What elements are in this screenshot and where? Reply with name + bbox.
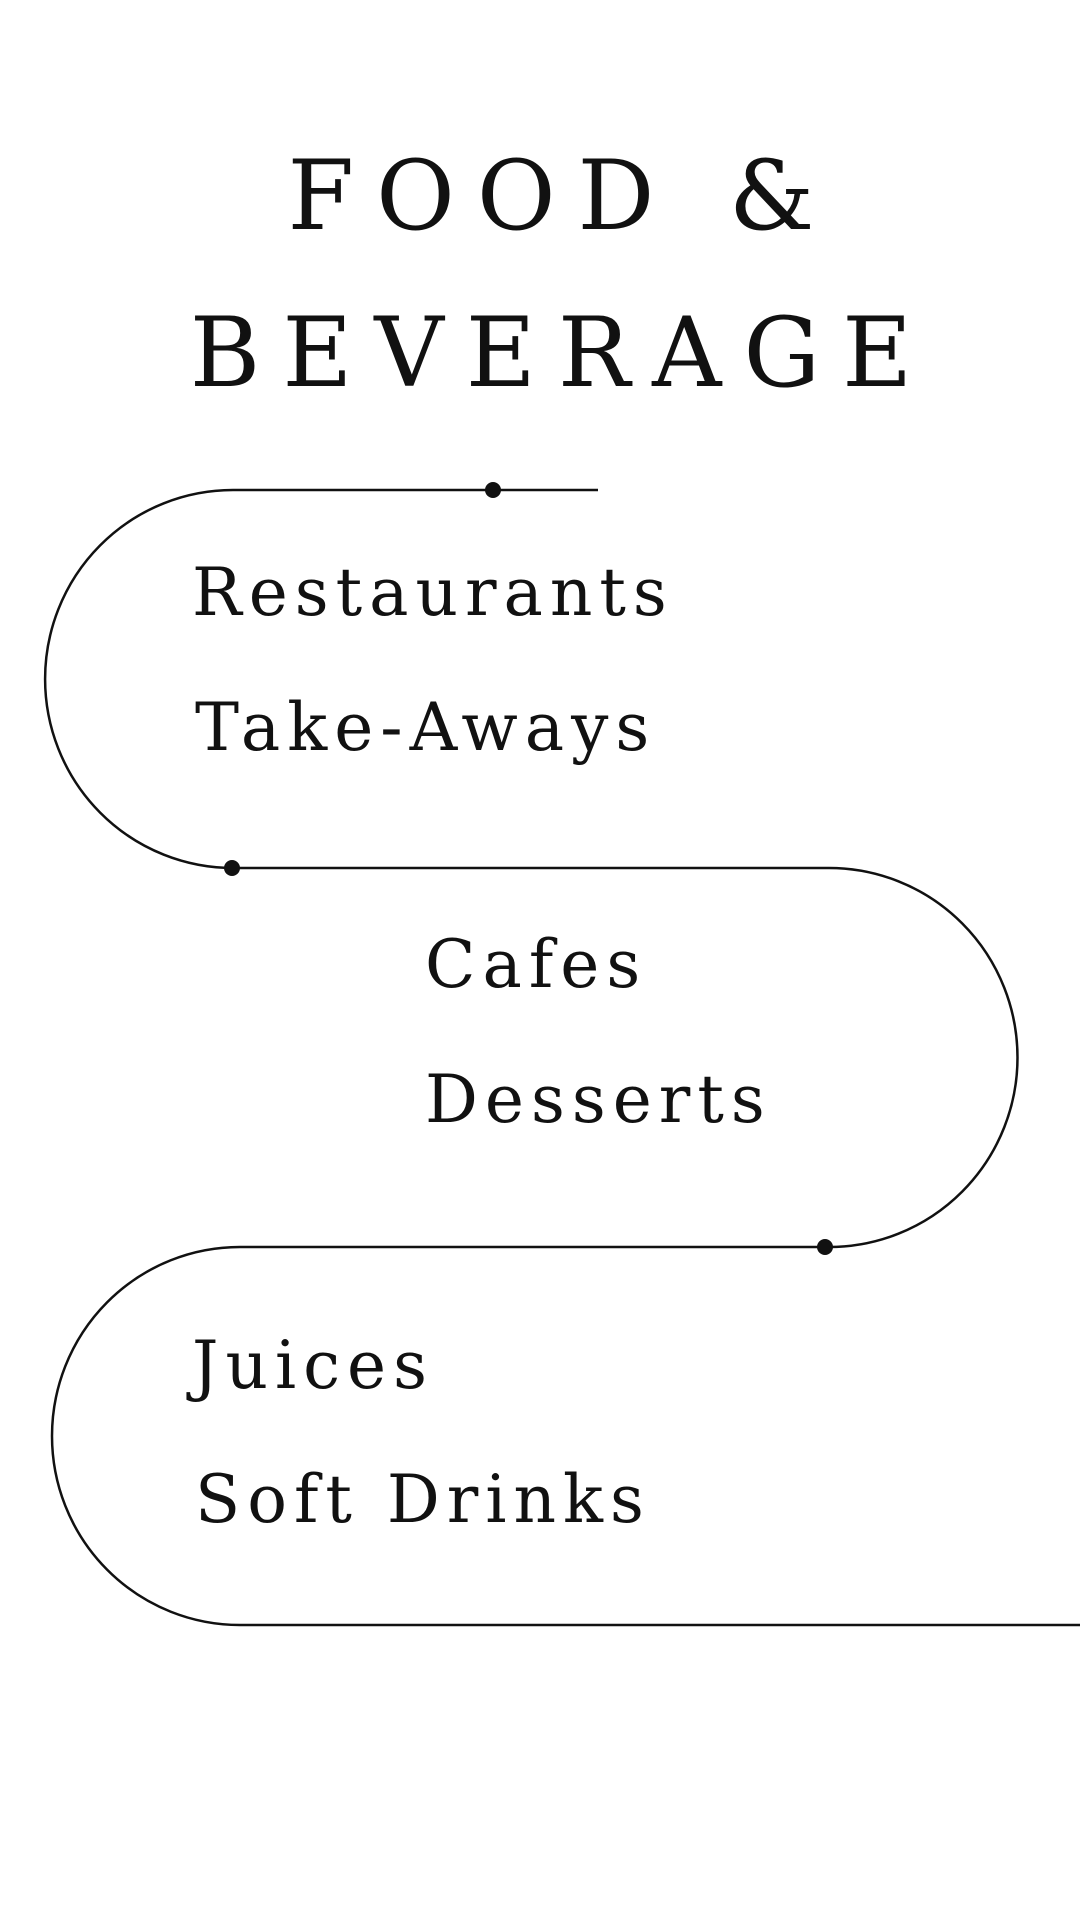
menu-item-take-aways[interactable]: Take-Aways xyxy=(195,689,657,766)
menu-item-restaurants[interactable]: Restaurants xyxy=(192,554,674,631)
page-title-line-2: BEVERAGE xyxy=(189,297,935,409)
winding-path-line xyxy=(43,488,1080,1627)
menu-item-soft-drinks[interactable]: Soft Drinks xyxy=(195,1461,651,1538)
menu-item-desserts[interactable]: Desserts xyxy=(425,1061,772,1138)
menu-item-cafes[interactable]: Cafes xyxy=(425,926,648,1003)
path-dot-top xyxy=(485,482,501,498)
page-title-line-1: FOOD & xyxy=(287,140,837,252)
path-dot-middle-right xyxy=(817,1239,833,1255)
path-dot-middle-left xyxy=(224,860,240,876)
menu-item-juices[interactable]: Juices xyxy=(192,1327,434,1404)
